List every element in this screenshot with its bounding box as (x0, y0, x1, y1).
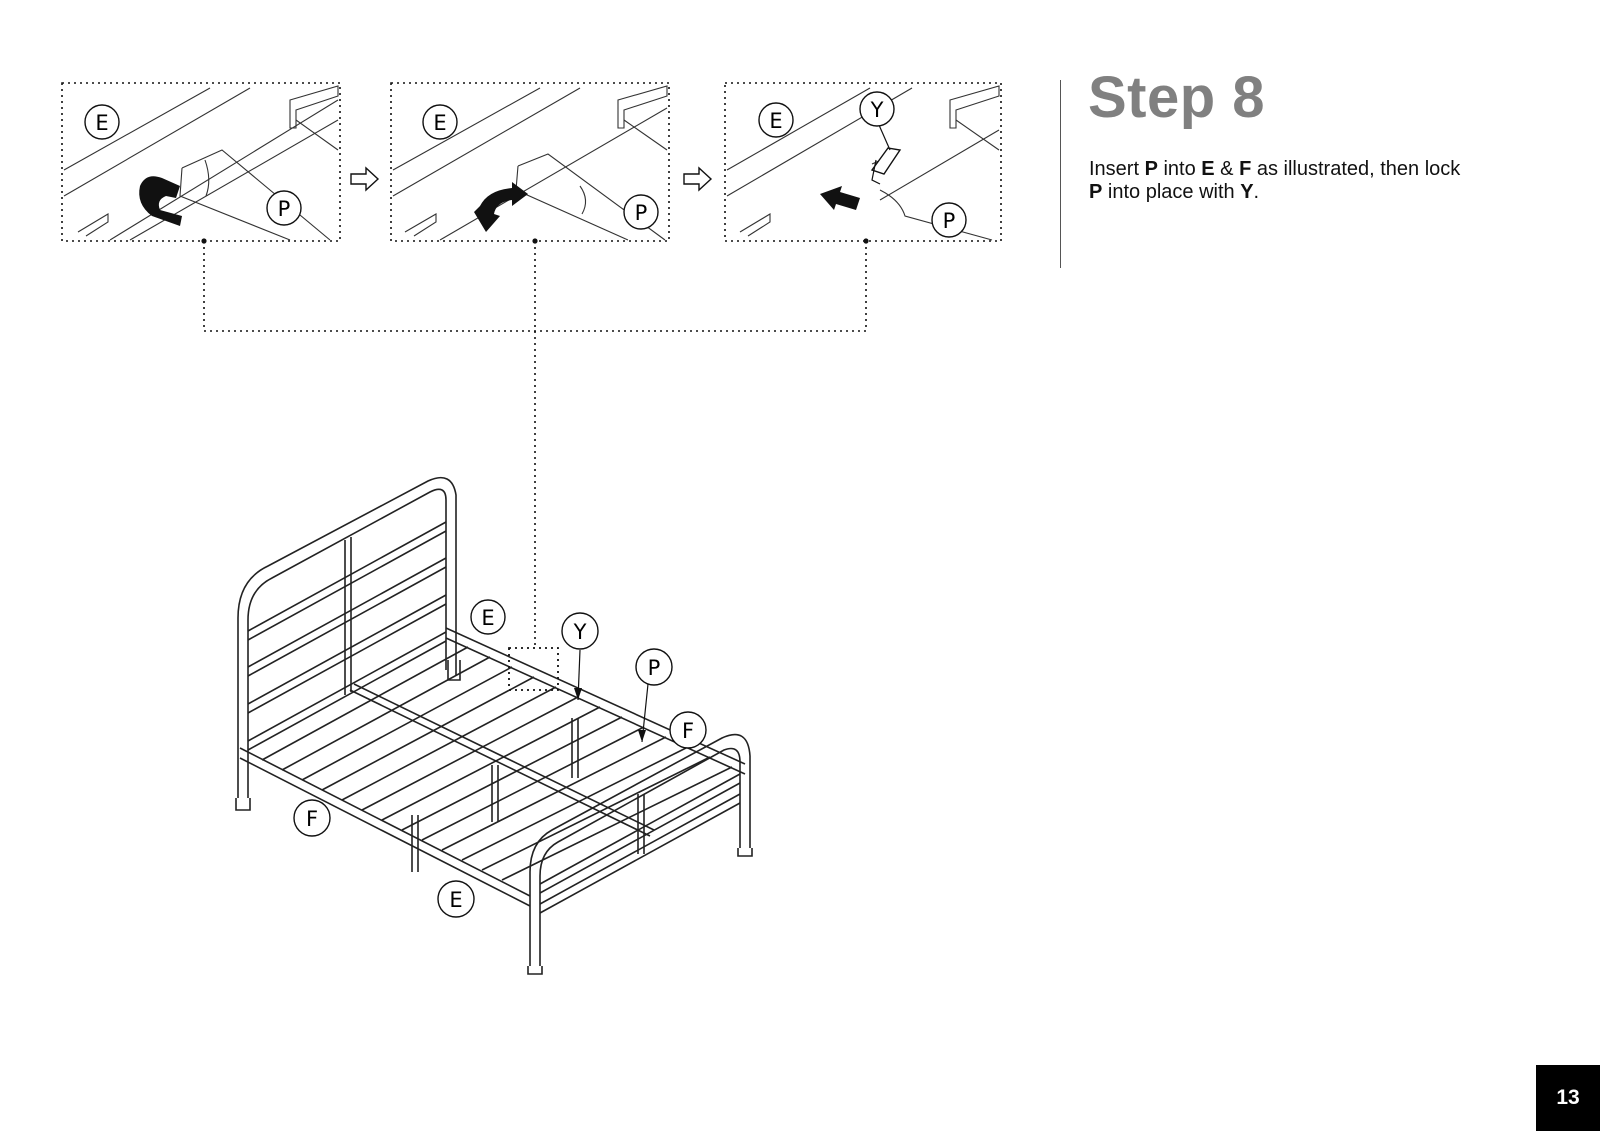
instruction-part: into place with (1102, 181, 1241, 203)
callout-e-detail3: E (769, 109, 782, 133)
callout-p-main: P (648, 656, 661, 680)
instruction-part-bold: F (1239, 158, 1252, 180)
detail-panel-3 (724, 82, 1002, 242)
callout-circle (758, 102, 794, 138)
callout-circle (422, 104, 458, 140)
step-title: Step 8 (1088, 65, 1266, 130)
instruction-part-bold: Y (1240, 181, 1254, 203)
detail-panel-1 (61, 82, 341, 242)
callout-e-main-bottom: E (449, 888, 462, 912)
callout-circle (84, 104, 120, 140)
leader-lines (203, 241, 867, 648)
callout-f-main-left: F (306, 807, 318, 831)
instruction-part: Insert (1089, 158, 1145, 180)
callout-p-detail2: P (635, 201, 648, 225)
next-arrow-icon (683, 166, 713, 192)
callout-circle (931, 202, 967, 238)
callout-e-main-top: E (481, 606, 494, 630)
instruction-part-bold: E (1201, 158, 1215, 180)
instruction-text: Insert P into E & F as illustrated, then… (1089, 158, 1549, 204)
callout-p-detail3: P (943, 209, 956, 233)
instruction-part: . (1253, 181, 1260, 203)
callout-y-main: Y (573, 620, 587, 644)
curved-arrow-icon (139, 176, 182, 226)
callout-circle (623, 194, 659, 230)
callout-circle (437, 880, 475, 918)
callout-circle (470, 599, 506, 635)
instruction-part: & (1214, 158, 1240, 180)
instruction-part: as illustrated, then lock (1251, 158, 1461, 180)
callout-f-main-right: F (682, 719, 694, 743)
callout-e-detail1: E (95, 111, 108, 135)
callout-e-detail2: E (433, 111, 446, 135)
callout-circle (266, 190, 302, 226)
section-divider (1060, 80, 1061, 268)
detail-zoom-box (508, 647, 559, 691)
callout-circle (859, 91, 895, 127)
lock-clip-y (870, 147, 902, 175)
instruction-part: into (1157, 158, 1202, 180)
bed-frame-drawing (235, 476, 753, 975)
push-arrow-icon (820, 186, 860, 210)
callout-p-detail1: P (278, 197, 291, 221)
page-number: 13 (1536, 1065, 1600, 1131)
callout-circle (293, 799, 331, 837)
instruction-part-bold: P (1144, 158, 1158, 180)
callout-y-detail3: Y (870, 98, 884, 122)
callout-circle (669, 711, 707, 749)
curved-arrow-icon (474, 182, 528, 232)
next-arrow-icon (350, 166, 380, 192)
detail-panel-2 (390, 82, 670, 242)
callout-circle (561, 612, 599, 650)
instruction-part-bold: P (1089, 181, 1103, 203)
callout-circle (635, 648, 673, 686)
